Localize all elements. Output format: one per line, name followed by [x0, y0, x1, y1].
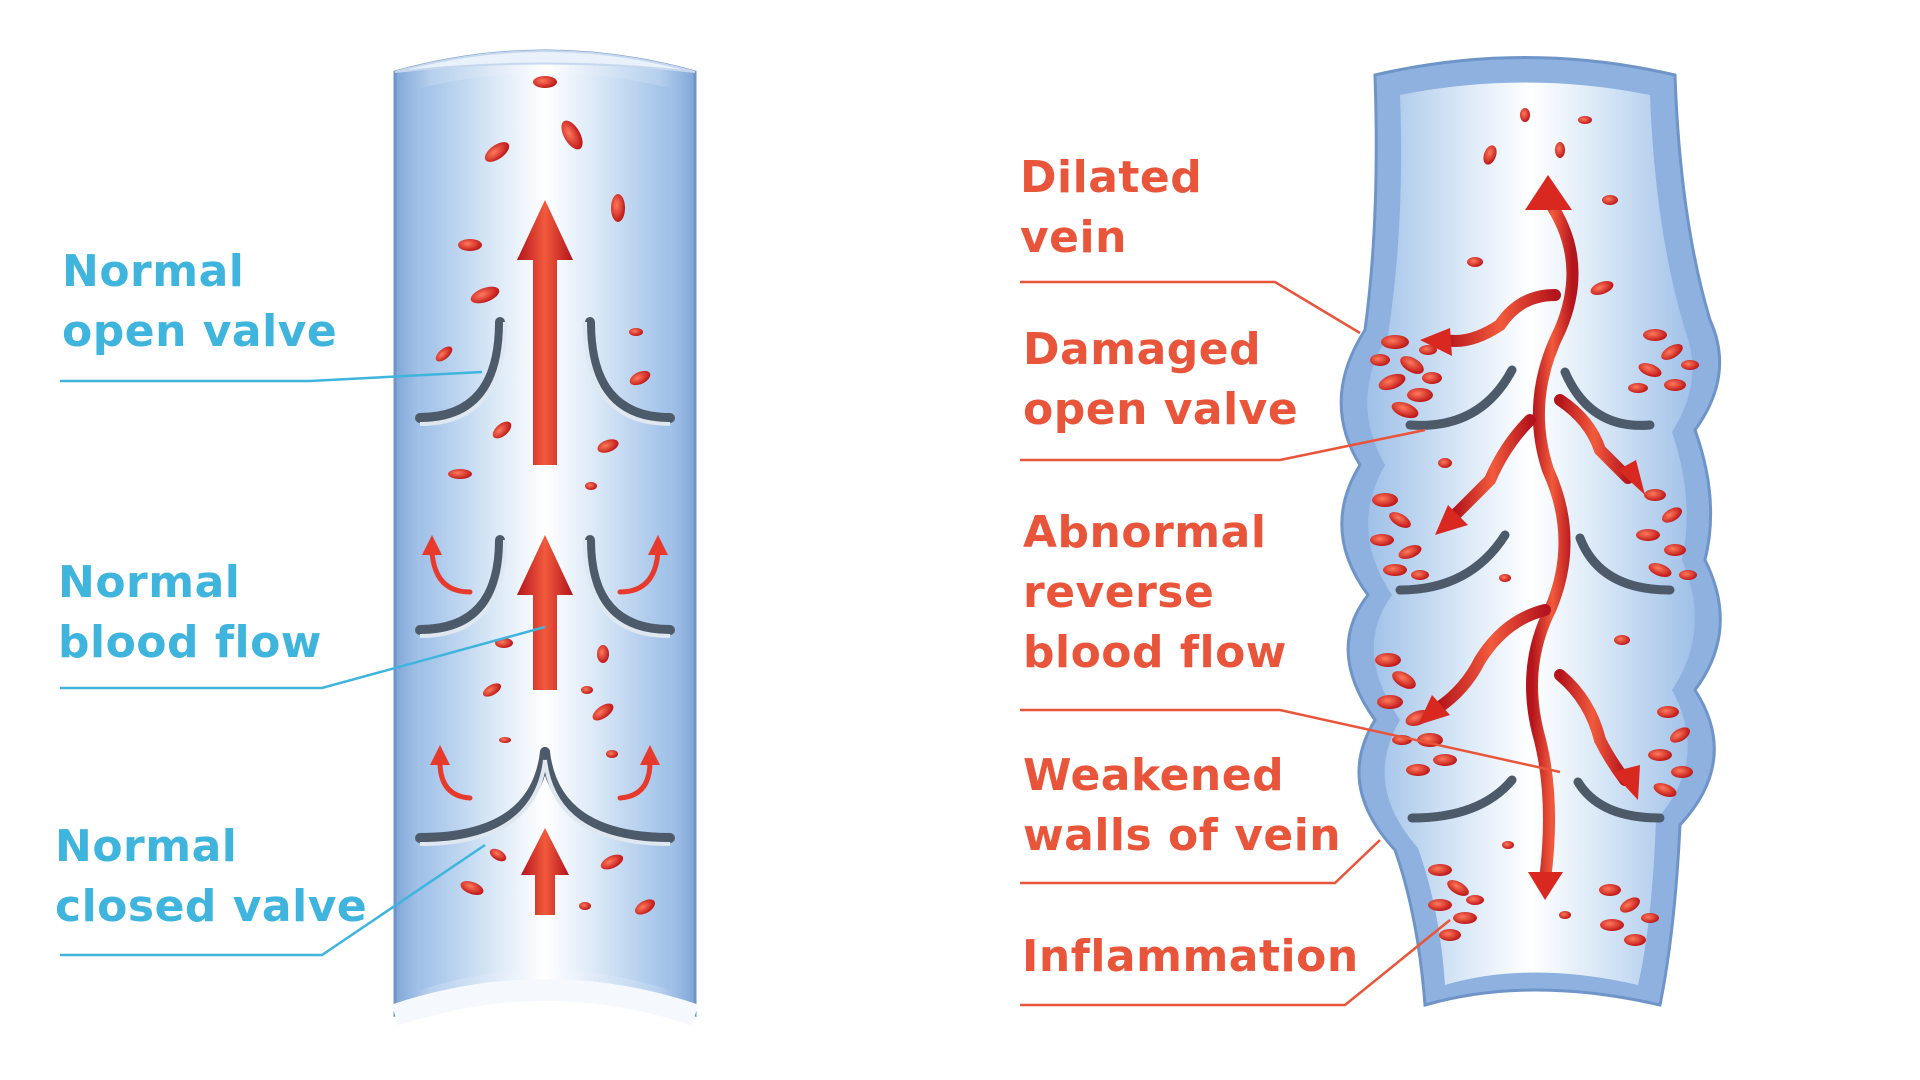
label-normal-blood-flow: Normal blood flow: [58, 553, 322, 673]
normal-open-valve: [415, 317, 675, 426]
label-line: Dilated: [1020, 152, 1203, 203]
label-dilated-vein: Dilated vein: [1020, 148, 1202, 268]
normal-vein: [391, 49, 699, 1026]
blood-cell-clusters: [1370, 108, 1699, 946]
label-abnormal-reverse-blood-flow: Abnormal reverse blood flow: [1023, 503, 1287, 683]
cluster-mid-right: [1636, 489, 1697, 580]
label-line: blood flow: [1023, 627, 1287, 678]
label-damaged-open-valve: Damaged open valve: [1023, 320, 1298, 440]
label-line: vein: [1020, 212, 1127, 263]
curved-arrow-heads: [422, 535, 668, 765]
normal-leader-lines: [60, 370, 546, 957]
label-line: Weakened: [1023, 750, 1285, 801]
label-weakened-walls: Weakened walls of vein: [1023, 746, 1341, 866]
label-line: Normal: [58, 557, 241, 608]
cluster-lower-right: [1648, 706, 1693, 797]
label-line: blood flow: [58, 617, 322, 668]
label-line: open valve: [1023, 384, 1299, 435]
label-line: Inflammation: [1022, 931, 1359, 982]
normal-middle-valve: [415, 535, 675, 638]
cluster-mid-left: [1370, 493, 1429, 580]
label-inflammation: Inflammation: [1022, 927, 1359, 987]
label-line: closed valve: [55, 881, 368, 932]
cluster-top-right: [1628, 329, 1699, 393]
up-arrow-icon: [517, 535, 573, 690]
scattered-cells: [1438, 108, 1630, 919]
normal-blood-cells: [435, 76, 655, 915]
label-line: Damaged: [1023, 324, 1262, 375]
damaged-valves: [1395, 365, 1675, 823]
label-line: open valve: [62, 306, 338, 357]
label-line: reverse: [1023, 567, 1215, 618]
normal-closed-valve: [415, 747, 675, 846]
label-normal-closed-valve: Normal closed valve: [55, 817, 367, 937]
cluster-bottom-right: [1599, 884, 1659, 946]
varicose-leader-lines: [1020, 280, 1561, 1007]
label-line: Normal: [62, 246, 245, 297]
cluster-top-left: [1370, 335, 1442, 419]
up-arrow-icon: [517, 200, 573, 465]
reflux-arrow-heads: [1418, 175, 1645, 900]
curved-arrow-icon: [429, 549, 661, 801]
varicose-vein: [1339, 56, 1722, 1007]
label-line: walls of vein: [1023, 810, 1342, 861]
label-line: Normal: [55, 821, 238, 872]
label-normal-open-valve: Normal open valve: [62, 242, 337, 362]
up-arrow-icon: [521, 828, 569, 915]
label-line: Abnormal: [1023, 507, 1267, 558]
cluster-bottom-left: [1428, 864, 1484, 941]
